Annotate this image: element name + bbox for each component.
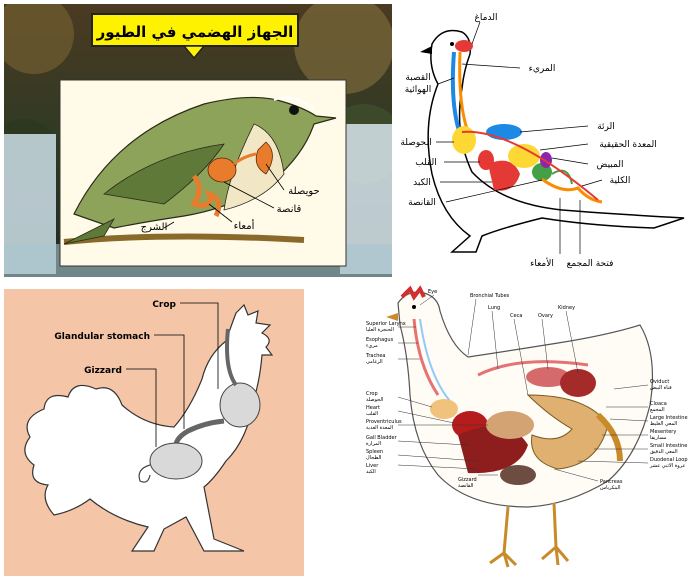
panel-rooster-crop: Crop Glandular stomach Gizzard xyxy=(4,289,304,576)
crop-organ xyxy=(430,399,458,419)
panel-pigeon-diagram: الدماغ المريء القصبة الهوائية الرئة الحو… xyxy=(392,4,686,277)
label-lung: الرئة xyxy=(597,122,615,132)
label-trachea-ar: الرغامى xyxy=(366,359,383,365)
panel1-title: الجهاز الهضمي في الطيور xyxy=(96,23,294,41)
label-liver-ar: الكبد xyxy=(366,469,376,475)
label-crop: Crop xyxy=(152,300,176,310)
brain-organ xyxy=(455,40,473,52)
label-large-intestine-ar: المعي الغليظ xyxy=(650,421,677,427)
label-gizzard: قانصة xyxy=(277,204,302,215)
label-glandular-stomach: Glandular stomach xyxy=(54,332,150,342)
label-trachea-2: الهوائية xyxy=(405,85,432,95)
label-lung: Lung xyxy=(488,305,500,311)
label-crop: الحوصلة xyxy=(400,138,431,148)
label-superior-larynx-ar: الحنجرة العليا xyxy=(366,327,394,333)
label-kidney: Kidney xyxy=(558,305,575,311)
crop-organ xyxy=(452,126,476,154)
label-esophagus: المريء xyxy=(529,64,556,74)
label-crop: حويصلة xyxy=(288,186,319,197)
label-small-intestine-ar: المعي الدقيق xyxy=(650,449,678,455)
lung-organ xyxy=(486,124,522,140)
label-brain: الدماغ xyxy=(475,13,498,23)
label-gizzard: القانصة xyxy=(408,198,436,208)
label-liver: الكبد xyxy=(413,178,431,188)
label-crop-ar: الحوصلة xyxy=(366,397,383,403)
crop-organ xyxy=(220,383,260,427)
label-gall-bladder-ar: المرارة xyxy=(366,441,381,447)
label-kidney: الكلية xyxy=(610,176,631,186)
label-cloaca-opening: فتحة المجمع xyxy=(567,259,614,269)
label-ceca: Ceca xyxy=(510,313,522,319)
label-trachea-1: القصبة xyxy=(405,73,430,83)
gizzard-organ xyxy=(150,443,202,479)
label-gizzard: Gizzard xyxy=(84,366,122,376)
label-gizzard-ar: القانصة xyxy=(458,483,473,489)
label-heart: القلب xyxy=(415,158,437,168)
label-cloaca-ar: المجمع xyxy=(650,407,665,413)
pigeon-illustration: الدماغ المريء القصبة الهوائية الرئة الحو… xyxy=(392,4,686,277)
label-ovary: المبيض xyxy=(597,160,624,170)
label-intestines: الأمعاء xyxy=(530,257,554,269)
label-spleen-ar: الطحال xyxy=(366,455,381,461)
label-proventriculus-ar: المعدة الغدية xyxy=(366,425,393,431)
songbird-illustration: الجهاز الهضمي في الطيور حويصلة قانصة أمع… xyxy=(4,4,392,277)
label-oviduct-ar: قناة البيض xyxy=(650,385,672,391)
label-proventriculus: المعدة الحقيقية xyxy=(599,140,657,150)
proventriculus-organ xyxy=(486,411,534,439)
rooster-illustration: Crop Glandular stomach Gizzard xyxy=(4,289,304,576)
label-bronchial: Bronchial Tubes xyxy=(470,293,510,299)
label-pancreas-ar: البنكرياس xyxy=(600,485,620,491)
label-intestines: أمعاء xyxy=(234,219,255,232)
label-duodenal-loop-ar: عروة الاثني عشر xyxy=(649,463,685,469)
panel-chicken-anatomy: Superior Larynx الحنجرة العليا Esophagus… xyxy=(358,285,688,576)
gizzard-organ xyxy=(500,465,536,485)
label-cloaca: الشرج xyxy=(141,222,168,233)
label-ovary: Ovary xyxy=(538,313,553,319)
label-eye: Eye xyxy=(428,289,437,295)
label-mesentery-ar: مساريقا xyxy=(650,435,667,441)
label-heart-ar: القلب xyxy=(366,411,378,417)
panel-songbird-digestive: الجهاز الهضمي في الطيور حويصلة قانصة أمع… xyxy=(4,4,392,277)
label-esophagus-ar: مريء xyxy=(366,343,378,349)
chicken-illustration: Superior Larynx الحنجرة العليا Esophagus… xyxy=(358,285,688,576)
